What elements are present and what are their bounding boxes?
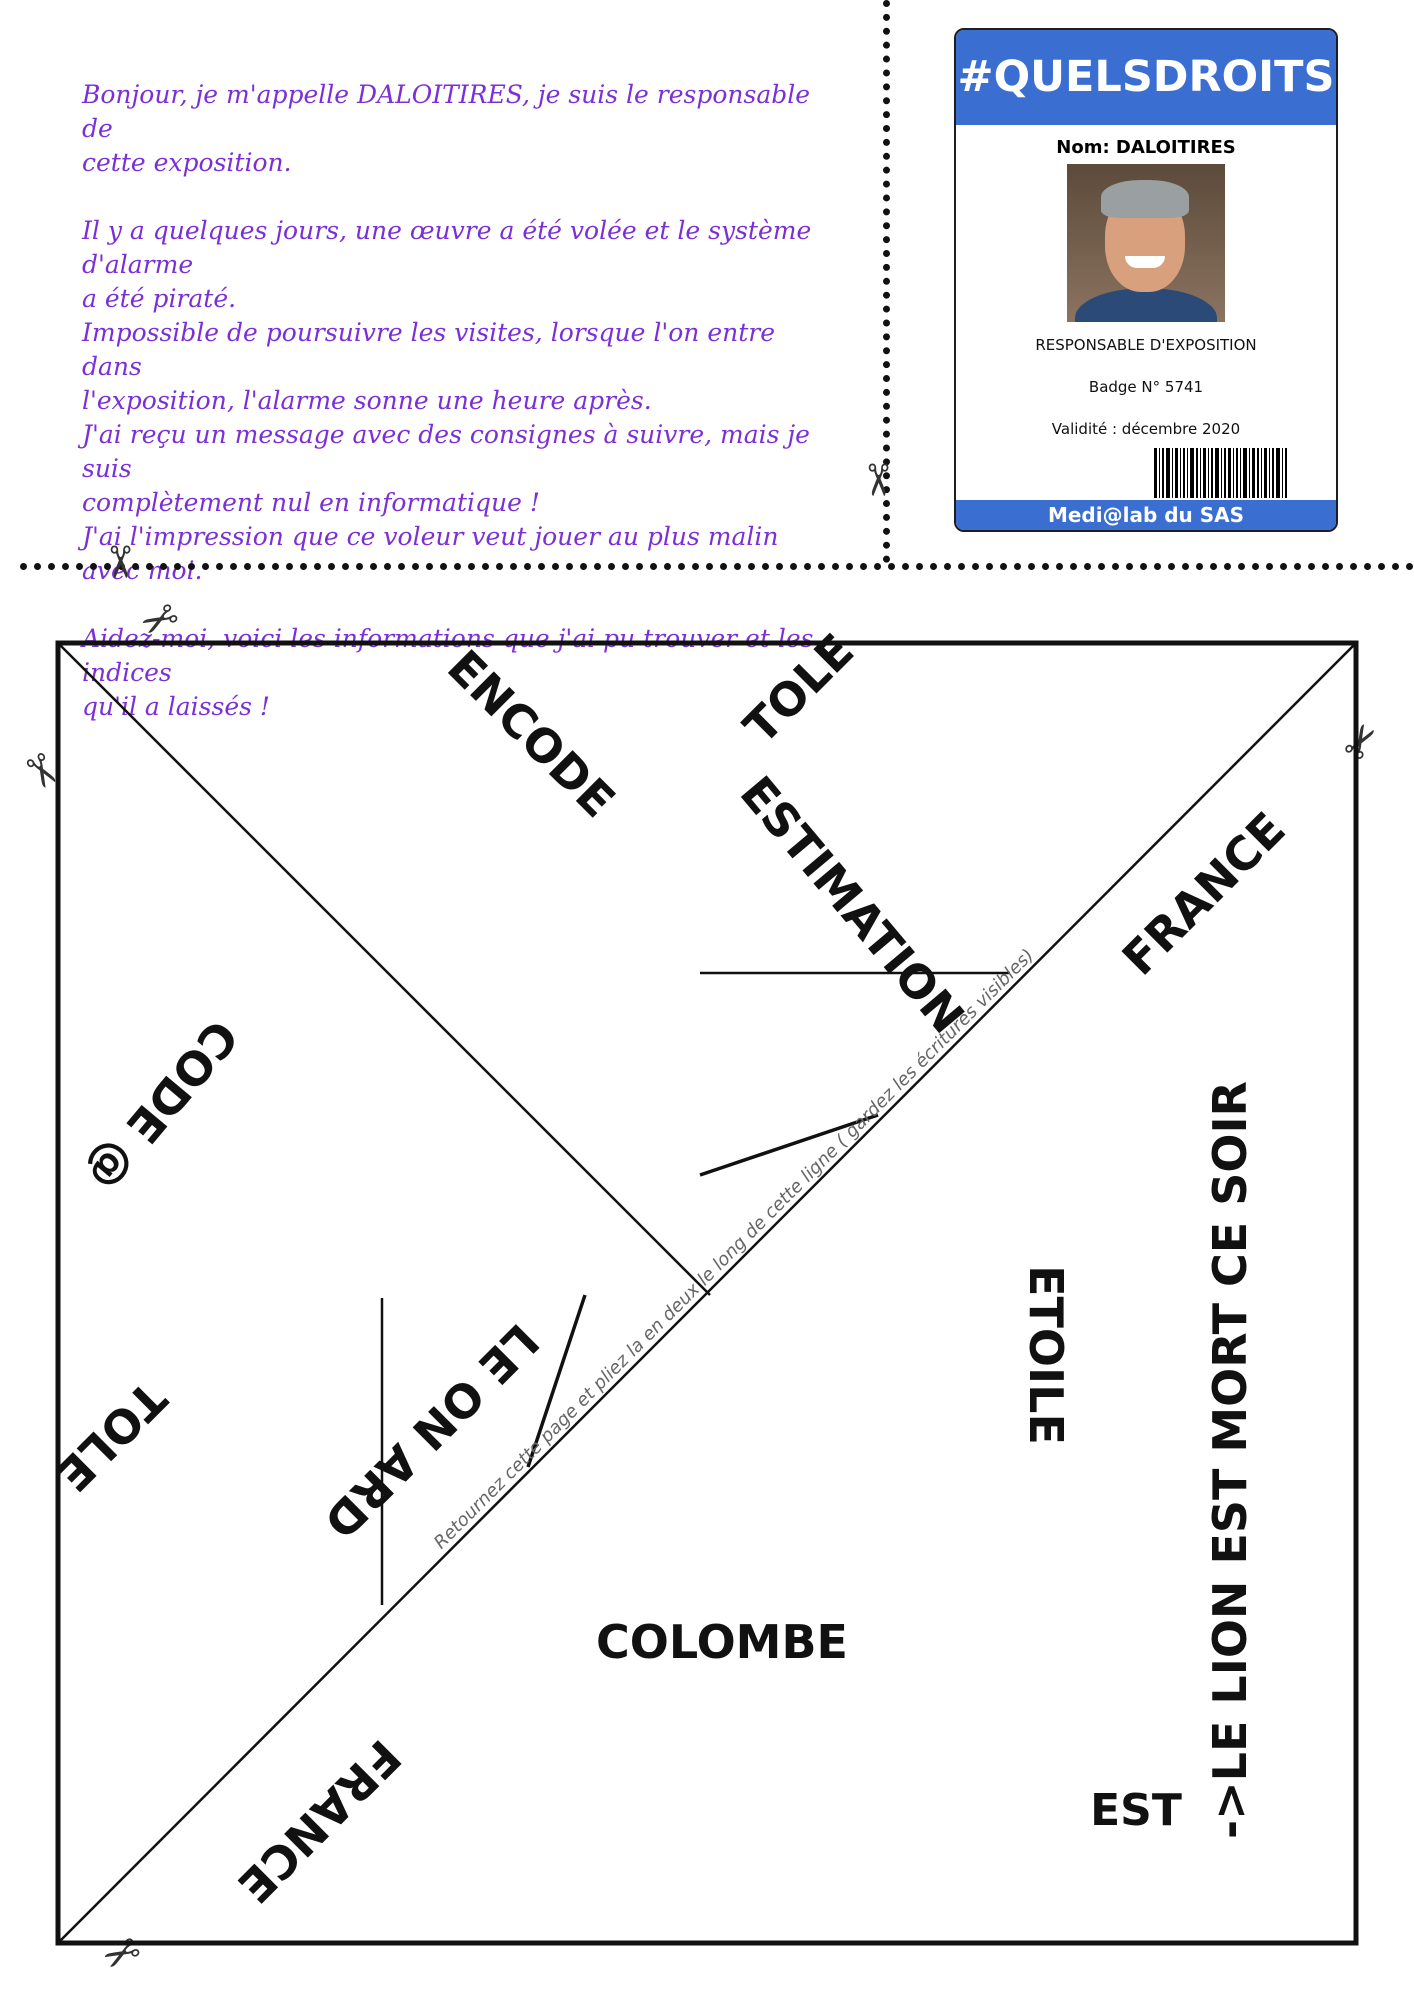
word-estimation: ESTIMATION (730, 766, 975, 1044)
badge-footer: Medi@lab du SAS (956, 500, 1336, 530)
badge-name: Nom: DALOITIRES (1056, 137, 1236, 158)
intro-letter: Bonjour, je m'appelle DALOITIRES, je sui… (82, 78, 842, 724)
fold-instruction: Retournez cette page et pliez la en deux… (430, 945, 1038, 1553)
word-le-on-ard: LE ON ARD (313, 1313, 549, 1549)
word-france-top: FRANCE (1112, 802, 1296, 986)
badge-validity: Validité : décembre 2020 (1051, 420, 1241, 438)
letter-line: Bonjour, je m'appelle DALOITIRES, je sui… (82, 80, 811, 143)
puzzle-stroke (699, 1113, 879, 1177)
portrait-hair (1101, 180, 1189, 218)
word-encode: ENCODE (437, 640, 625, 828)
word-est: EST (1090, 1785, 1182, 1836)
letter-line: J'ai l'impression que ce voleur veut jou… (82, 522, 779, 585)
cut-line-vertical (883, 0, 890, 563)
word-colombe: COLOMBE (596, 1615, 848, 1669)
id-badge: #QUELSDROITS Nom: DALOITIRES RESPONSABLE… (954, 28, 1338, 532)
badge-role: RESPONSABLE D'EXPOSITION (1035, 336, 1257, 354)
inner-diagonal (57, 642, 711, 1296)
letter-line: Il y a quelques jours, une œuvre a été v… (82, 216, 812, 279)
portrait-photo (1067, 164, 1225, 322)
word-etoile: ETOILE (1019, 1265, 1073, 1445)
letter-line: complètement nul en informatique ! (82, 488, 540, 517)
word-code: CODE @ (76, 1010, 249, 1201)
puzzle-stroke (526, 1294, 587, 1468)
barcode (1154, 448, 1319, 498)
badge-title: #QUELSDROITS (956, 30, 1336, 125)
portrait-smile (1125, 256, 1165, 268)
word-france-bottom: FRANCE (227, 1729, 411, 1913)
letter-line: l'exposition, l'alarme sonne une heure a… (82, 386, 652, 415)
letter-line: a été piraté. (82, 284, 237, 313)
word-tole-left: TOLE (46, 1371, 177, 1502)
letter-line: J'ai reçu un message avec des consignes … (82, 420, 810, 483)
letter-line: cette exposition. (82, 148, 292, 177)
letter-line: Impossible de poursuivre les visites, lo… (82, 318, 776, 381)
cut-line-horizontal (20, 563, 1414, 570)
word-le-lion: ->LE LION EST MORT CE SOIR (1203, 1081, 1257, 1839)
badge-number: Badge N° 5741 (1088, 378, 1204, 396)
puzzle-frame (55, 640, 1359, 1946)
